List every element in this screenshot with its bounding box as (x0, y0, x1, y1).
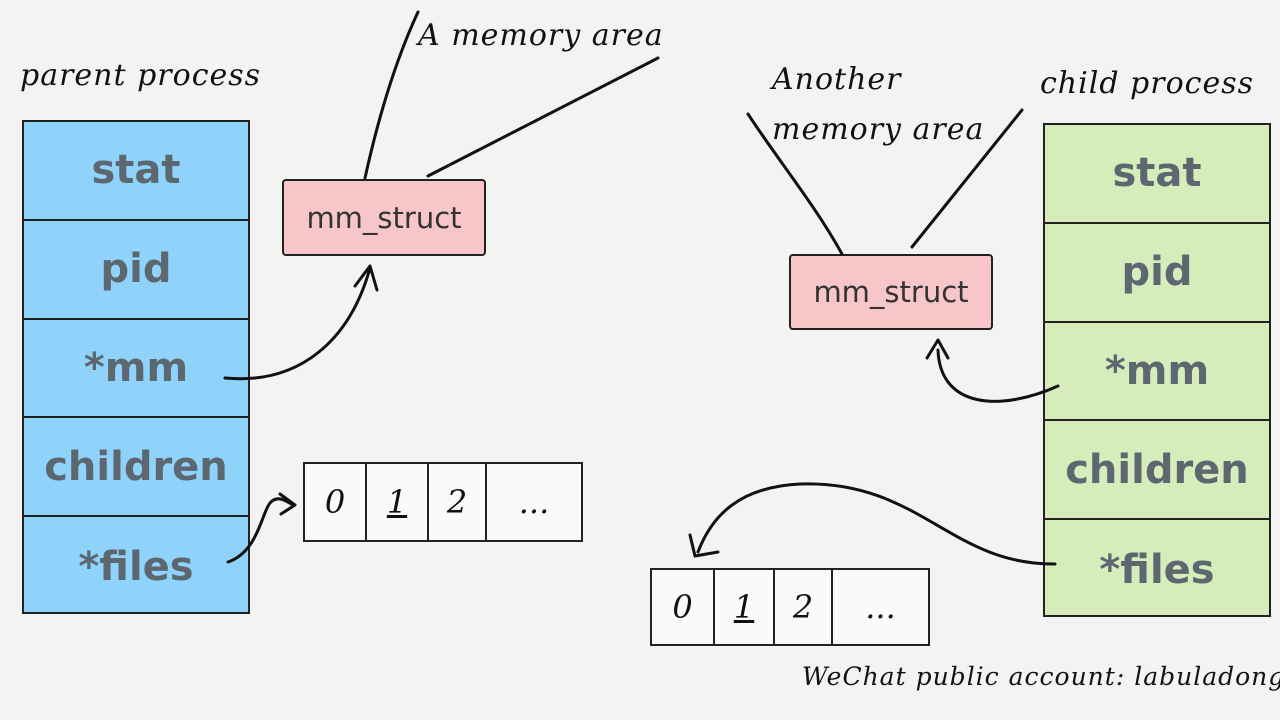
child-mm-arrow (936, 348, 1060, 403)
another-memory-label-2: memory area (772, 112, 985, 147)
parent-process-label: parent process (20, 58, 262, 93)
parent-fd-2: 2 (429, 464, 487, 540)
parent-field-files: *files (78, 543, 194, 590)
parent-field-pid: pid (24, 221, 248, 320)
another-memory-label-1: Another (772, 62, 902, 97)
parent-mm-arrow (223, 266, 372, 381)
child-field-stat: stat (1045, 125, 1269, 224)
child-files-arrow (696, 482, 1057, 566)
parent-fd-0: 0 (305, 464, 367, 540)
child-task-struct: stat pid *mm children *files (1043, 123, 1271, 617)
mem2-line-right (910, 108, 1024, 249)
child-field-mm: *mm (1045, 323, 1269, 422)
child-field-files: *files (1099, 546, 1215, 593)
parent-fd-more: ... (518, 483, 550, 521)
parent-field-mm: *mm (24, 320, 248, 419)
parent-files-arrowhead (278, 492, 297, 516)
mem-line-right (426, 56, 660, 178)
child-field-children: children (1045, 421, 1269, 521)
child-fd-2: 2 (775, 570, 833, 644)
child-mm-arrowhead (925, 338, 950, 360)
child-fd-1: 1 (715, 570, 775, 644)
child-fd-0: 0 (652, 570, 715, 644)
parent-fd-table: 0 1 2 ... (303, 462, 583, 542)
parent-fd-1: 1 (367, 464, 429, 540)
memory-area-label: A memory area (418, 18, 664, 53)
parent-files-arrow (226, 497, 295, 564)
parent-mm-arrowhead (353, 264, 379, 292)
mem2-line-left (746, 112, 844, 256)
child-process-label: child process (1040, 66, 1255, 101)
mem-line-left (363, 10, 420, 180)
child-files-arrowhead (688, 533, 720, 558)
child-fd-more: ... (865, 588, 896, 626)
parent-mm-struct-box: mm_struct (282, 179, 486, 256)
child-fd-table: 0 1 2 ... (650, 568, 930, 646)
parent-task-struct: stat pid *mm children *files (22, 120, 250, 614)
parent-field-children: children (24, 418, 248, 518)
child-mm-struct-box: mm_struct (789, 254, 993, 330)
footer-credit: WeChat public account: labuladong (802, 662, 1280, 691)
child-field-pid: pid (1045, 224, 1269, 323)
parent-field-stat: stat (24, 122, 248, 221)
